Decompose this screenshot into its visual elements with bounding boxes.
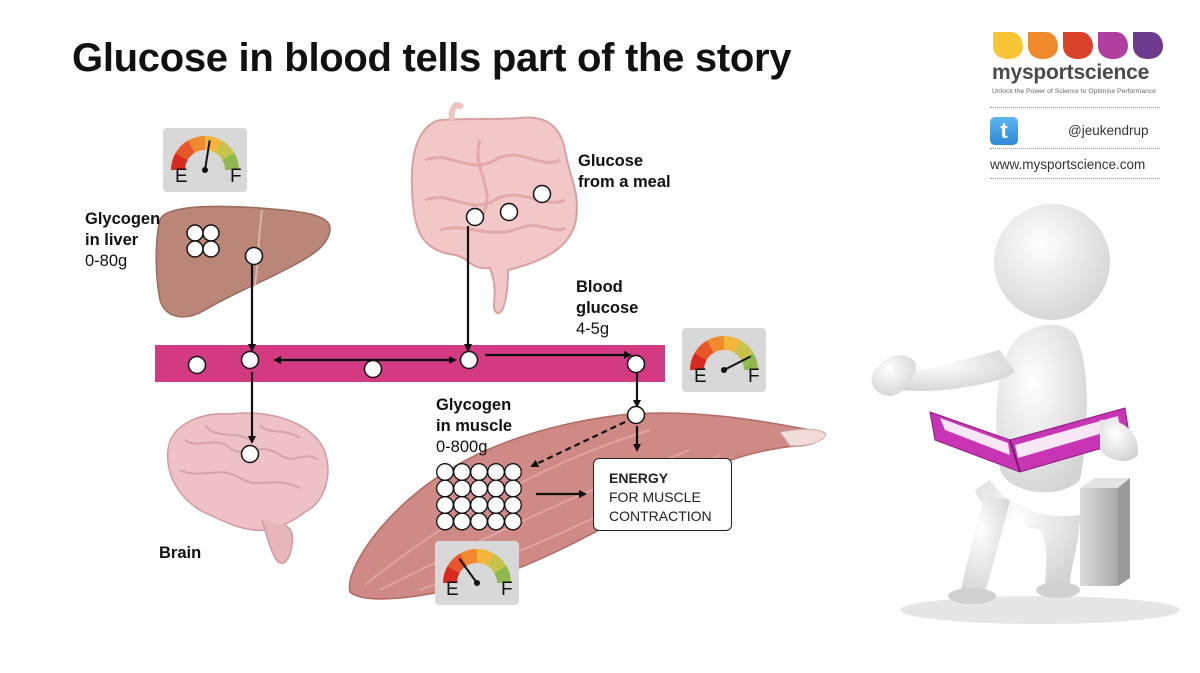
divider <box>990 148 1160 149</box>
logo-drop <box>1098 32 1128 59</box>
muscle-gauge-full: F <box>501 579 513 600</box>
brand-tagline: Unlock the Power of Science to Optimise … <box>992 88 1156 95</box>
blood-vessel-bar <box>155 345 665 382</box>
gauges <box>163 128 766 605</box>
meal-label: Glucose from a meal <box>578 152 671 191</box>
logo-drop <box>1063 32 1093 59</box>
flow-arrows <box>248 226 641 498</box>
brand-logo-drops <box>993 32 1163 59</box>
page-title: Glucose in blood tells part of the story <box>72 36 792 80</box>
liver-illustration <box>155 205 331 318</box>
logo-drop <box>993 32 1023 59</box>
muscle-gauge-empty: E <box>446 579 459 600</box>
blood-gauge <box>682 328 766 392</box>
blood-gauge-full: F <box>748 366 760 387</box>
energy-line1: ENERGY <box>609 470 669 486</box>
brain-illustration <box>167 412 329 564</box>
glucose-to-glycogen-dashed-arrow <box>530 421 626 468</box>
liver-gauge-needle <box>204 140 211 171</box>
liver-label: Glycogen in liver 0-80g <box>85 210 161 270</box>
liver-gauge <box>163 128 247 192</box>
website-link[interactable]: www.mysportscience.com <box>990 157 1146 172</box>
blood-glucose-label: Blood glucose 4-5g <box>576 278 639 338</box>
blood-gauge-empty: E <box>694 366 707 387</box>
twitter-handle[interactable]: @jeukendrup <box>1068 123 1149 138</box>
blood-gauge-needle <box>723 355 752 371</box>
liver-gauge-full: F <box>230 166 242 187</box>
logo-drop <box>1133 32 1163 59</box>
brand-name: mysportscience <box>992 61 1150 84</box>
divider <box>990 107 1160 108</box>
energy-line2: FOR MUSCLE <box>609 489 701 505</box>
muscle-glycogen-grid <box>436 463 522 531</box>
muscle-gauge <box>435 541 519 605</box>
brain-label: Brain <box>159 544 202 562</box>
liver-gauge-empty: E <box>175 166 188 187</box>
divider <box>990 178 1160 179</box>
intestine-illustration <box>410 102 578 315</box>
twitter-icon[interactable]: t <box>990 117 1018 145</box>
energy-line3: CONTRACTION <box>609 508 712 524</box>
muscle-gauge-needle <box>458 558 478 584</box>
glucose-molecules <box>186 184 646 464</box>
logo-drop <box>1028 32 1058 59</box>
muscle-label: Glycogen in muscle 0-800g <box>436 396 513 456</box>
presenter-figure <box>871 204 1180 624</box>
energy-box: ENERGY FOR MUSCLE CONTRACTION <box>593 458 732 531</box>
